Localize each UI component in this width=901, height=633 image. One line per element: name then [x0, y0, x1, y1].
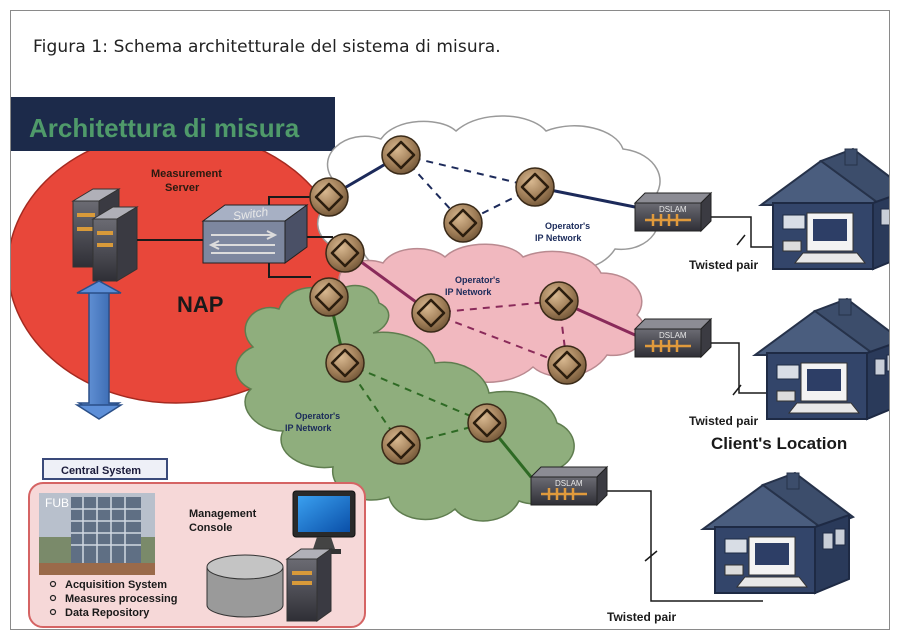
server-tower-icon — [285, 548, 333, 622]
router-icon — [380, 134, 422, 176]
switch-label: Switch — [232, 204, 269, 223]
figure-frame: Figura 1: Schema architetturale del sist… — [10, 10, 890, 630]
twisted-pair-label-1: Twisted pair — [689, 258, 758, 272]
router-icon — [538, 280, 580, 322]
network-label-3b: IP Network — [285, 423, 332, 433]
router-icon — [514, 166, 556, 208]
database-icon — [206, 554, 284, 618]
router-icon — [410, 292, 452, 334]
clients-location-label: Client's Location — [711, 434, 847, 453]
house-icon — [702, 472, 854, 594]
router-icon — [380, 424, 422, 466]
network-label-1b: IP Network — [535, 233, 582, 243]
network-label-1a: Operator's — [545, 221, 590, 231]
double-arrow — [74, 280, 124, 420]
function-acquisition: Acquisition System — [65, 579, 167, 591]
fub-building — [39, 493, 155, 575]
router-icon — [466, 402, 508, 444]
router-icon — [324, 232, 366, 274]
central-system-label: Central System — [61, 465, 141, 477]
green-cloud — [235, 284, 575, 522]
measurement-server-label-2: Server — [165, 182, 200, 194]
network-label-3a: Operator's — [295, 411, 340, 421]
management-console-label-1: Management — [189, 508, 257, 520]
architecture-diagram: Architettura di misura Measurement Serve… — [11, 97, 889, 628]
dslam-label-3: DSLAM — [555, 479, 583, 488]
management-console-label-2: Console — [189, 522, 232, 534]
figure-caption: Figura 1: Schema architetturale del sist… — [33, 37, 501, 57]
title-bar — [11, 97, 335, 151]
router-icon — [442, 202, 484, 244]
network-label-2a: Operator's — [455, 275, 500, 285]
measurement-server — [71, 188, 139, 282]
central-system-box — [42, 458, 168, 480]
function-repository: Data Repository — [65, 607, 150, 619]
twisted-pair-label-3: Twisted pair — [607, 610, 676, 624]
router-icon — [308, 276, 350, 318]
dslam-label-1: DSLAM — [659, 205, 687, 214]
function-processing: Measures processing — [65, 593, 178, 605]
router-icon — [324, 342, 366, 384]
measurement-server-label-1: Measurement — [151, 168, 222, 180]
nap-label: NAP — [177, 292, 223, 317]
diagram-title: Architettura di misura — [29, 113, 300, 143]
dslam-label-2: DSLAM — [659, 331, 687, 340]
network-label-2b: IP Network — [445, 287, 492, 297]
fub-label: FUB — [45, 496, 69, 510]
twisted-pair-label-2: Twisted pair — [689, 414, 758, 428]
house-icon — [754, 298, 889, 420]
router-icon — [308, 176, 350, 218]
house-icon — [760, 148, 889, 270]
router-icon — [546, 344, 588, 386]
switch — [201, 204, 309, 264]
